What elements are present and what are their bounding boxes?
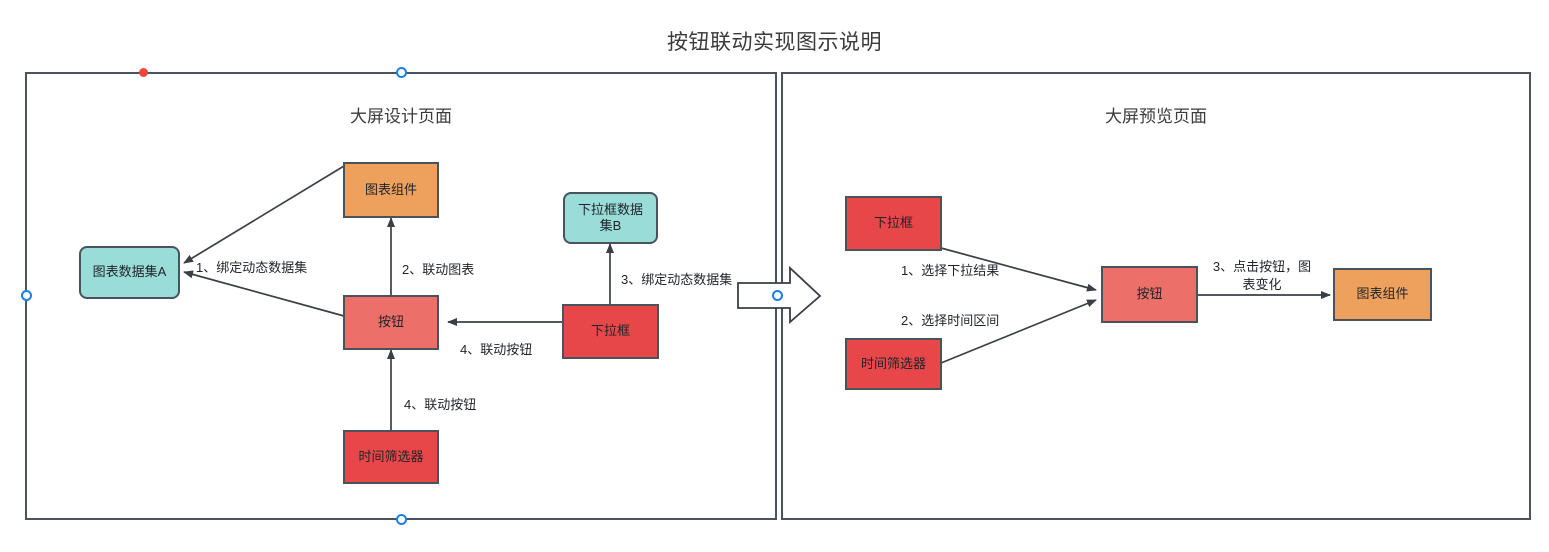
panel-design-title: 大屏设计页面 — [350, 107, 452, 126]
node-preview-button[interactable]: 按钮 — [1101, 266, 1198, 323]
panel-preview-title: 大屏预览页面 — [1105, 107, 1207, 126]
label-link-button-4a: 4、联动按钮 — [460, 342, 533, 357]
label-bind-dynamic-dataset-1: 1、绑定动态数据集 — [196, 260, 308, 275]
label-link-chart-2: 2、联动图表 — [402, 262, 475, 277]
node-design-time-filter[interactable]: 时间筛选器 — [343, 430, 439, 484]
node-design-dropdown[interactable]: 下拉框 — [562, 304, 659, 359]
selection-handle-bottom-center[interactable] — [396, 514, 407, 525]
node-preview-time-filter[interactable]: 时间筛选器 — [845, 338, 942, 390]
selection-handle-top-center[interactable] — [396, 67, 407, 78]
selection-handle-right-middle[interactable] — [772, 290, 783, 301]
label-select-time-range-2: 2、选择时间区间 — [901, 313, 1000, 328]
node-preview-chart-component[interactable]: 图表组件 — [1333, 268, 1432, 321]
selection-handle-red[interactable] — [139, 68, 148, 77]
label-click-button-3: 3、点击按钮，图 表变化 — [1212, 259, 1312, 292]
label-select-dropdown-result-1: 1、选择下拉结果 — [901, 263, 1000, 278]
selection-handle-left-middle[interactable] — [21, 290, 32, 301]
node-design-dropdown-dataset-b[interactable]: 下拉框数据 集B — [563, 192, 658, 244]
page-title: 按钮联动实现图示说明 — [667, 31, 882, 54]
label-link-button-4b: 4、联动按钮 — [404, 397, 477, 412]
node-preview-dropdown[interactable]: 下拉框 — [845, 196, 942, 251]
node-design-chart-dataset-a[interactable]: 图表数据集A — [79, 246, 180, 299]
label-bind-dynamic-dataset-3: 3、绑定动态数据集 — [621, 272, 733, 287]
node-design-chart-component[interactable]: 图表组件 — [343, 162, 439, 218]
node-design-button[interactable]: 按钮 — [343, 295, 439, 350]
